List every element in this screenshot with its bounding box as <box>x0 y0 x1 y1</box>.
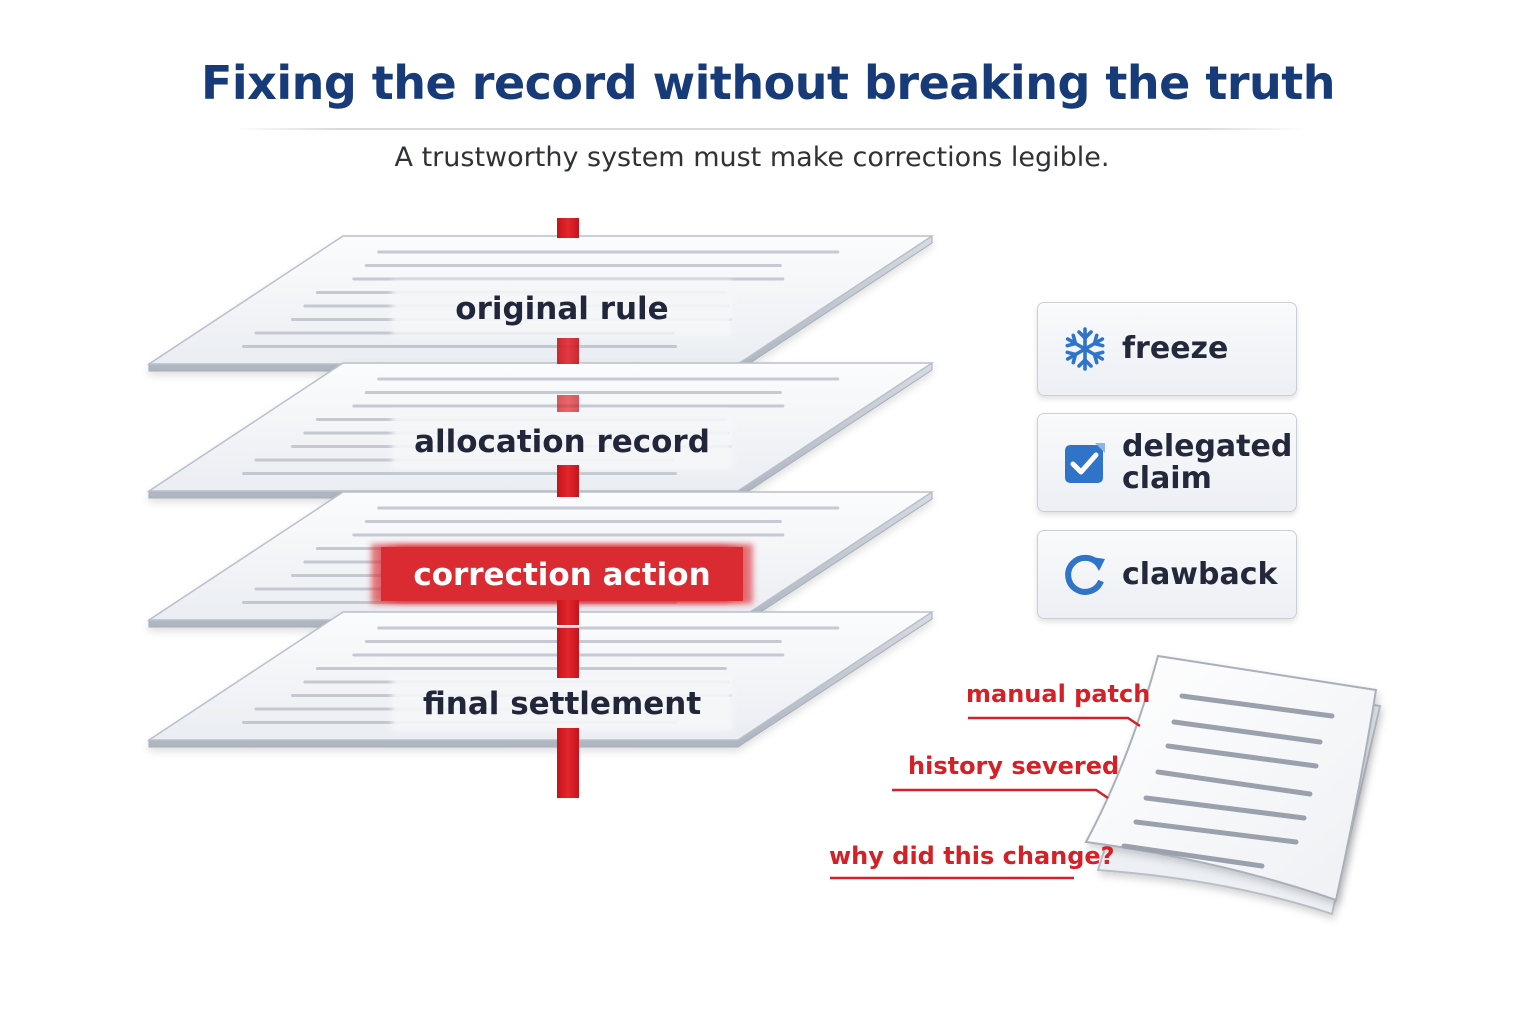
warning-manual-patch: manual patch <box>966 680 1151 708</box>
red-spine-front <box>557 218 579 798</box>
warning-why-changed: why did this change? <box>829 842 1115 870</box>
page-title: Fixing the record without breaking the t… <box>200 56 1336 110</box>
page-subtitle: A trustworthy system must make correctio… <box>394 142 1110 173</box>
layer-label-1: original rule <box>455 291 668 327</box>
delegated-claim-line1: delegated <box>1122 428 1293 464</box>
warning-history-severed: history severed <box>908 752 1120 780</box>
layer-sheet-2: allocation record <box>146 362 935 499</box>
checkbox-icon <box>1060 438 1110 488</box>
document-front-sheet <box>1084 654 1378 902</box>
layer-label-4: final settlement <box>423 686 702 722</box>
delegated-claim-line2: claim <box>1122 460 1212 496</box>
layer-sheet-3: correction action <box>146 491 935 628</box>
layer-label-2: allocation record <box>414 424 710 460</box>
clawback-card[interactable]: clawback <box>1037 530 1297 619</box>
circular-arrow-icon <box>1060 550 1110 600</box>
layer-label-3: correction action <box>413 557 710 593</box>
clawback-label: clawback <box>1122 556 1278 592</box>
warning-leaders <box>830 716 1141 880</box>
snowflake-icon <box>1060 324 1110 374</box>
title-divider <box>232 128 1306 130</box>
freeze-label: freeze <box>1122 331 1229 366</box>
document-text-lines <box>1121 693 1335 869</box>
freeze-card[interactable]: freeze <box>1037 302 1297 396</box>
